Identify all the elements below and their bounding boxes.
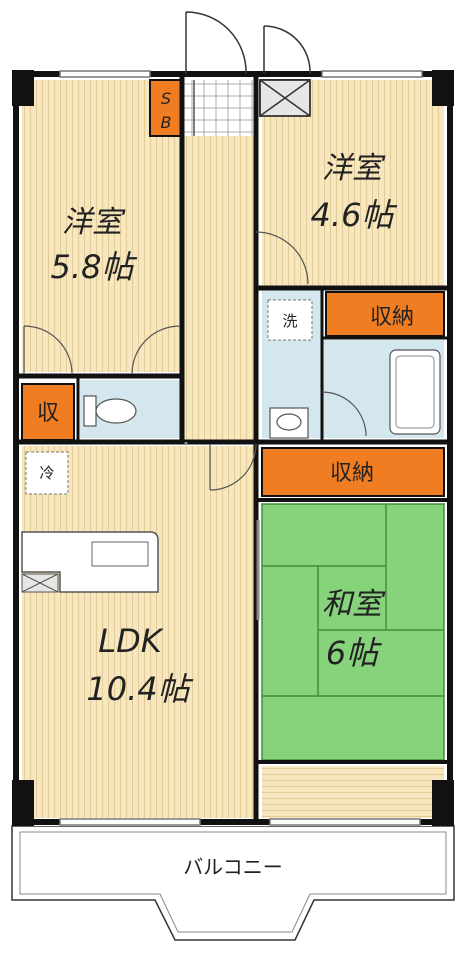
corridor	[184, 136, 254, 442]
western-room-1-name: 洋室	[62, 205, 126, 240]
washer-label: 洗	[282, 312, 297, 330]
japanese-room: 和室 6帖	[261, 503, 445, 761]
ldk-size: 10.4帖	[86, 670, 193, 708]
fridge-label: 冷	[39, 464, 54, 482]
door-swings	[23, 231, 367, 491]
entrance	[184, 80, 254, 136]
closet-upper-label: 収納	[370, 305, 414, 330]
closet-lower-label: 収納	[330, 461, 374, 486]
closet-lower: 収納	[261, 447, 445, 497]
shoe-box-top-label: S	[161, 89, 171, 108]
shoe-box-bottom-label: B	[161, 113, 172, 132]
ldk-room: 冷 LDK 10.4帖	[21, 446, 254, 818]
entrance-doors	[185, 11, 311, 75]
japanese-room-name: 和室	[322, 587, 386, 622]
sliding-doors	[184, 442, 260, 620]
western-room-2: 洋室 4.6帖	[259, 79, 444, 286]
western-room-2-size: 4.6帖	[311, 196, 398, 234]
bathroom	[322, 340, 444, 438]
balcony-label: バルコニー	[183, 855, 283, 879]
engawa	[262, 766, 444, 818]
windows	[59, 70, 423, 826]
small-storage: 収	[21, 383, 75, 441]
toilet	[80, 380, 180, 438]
shoe-box: S B	[149, 79, 183, 137]
ldk-name: LDK	[98, 622, 164, 660]
closet-upper: 収納	[325, 291, 445, 337]
small-storage-label: 収	[37, 401, 59, 426]
balcony: バルコニー	[11, 825, 455, 941]
walls	[13, 71, 453, 825]
western-room-2-name: 洋室	[322, 151, 386, 186]
washroom: 洗	[262, 290, 322, 439]
western-room-1-size: 5.8帖	[51, 248, 138, 286]
japanese-room-size: 6帖	[326, 634, 382, 672]
pillars	[12, 70, 454, 826]
